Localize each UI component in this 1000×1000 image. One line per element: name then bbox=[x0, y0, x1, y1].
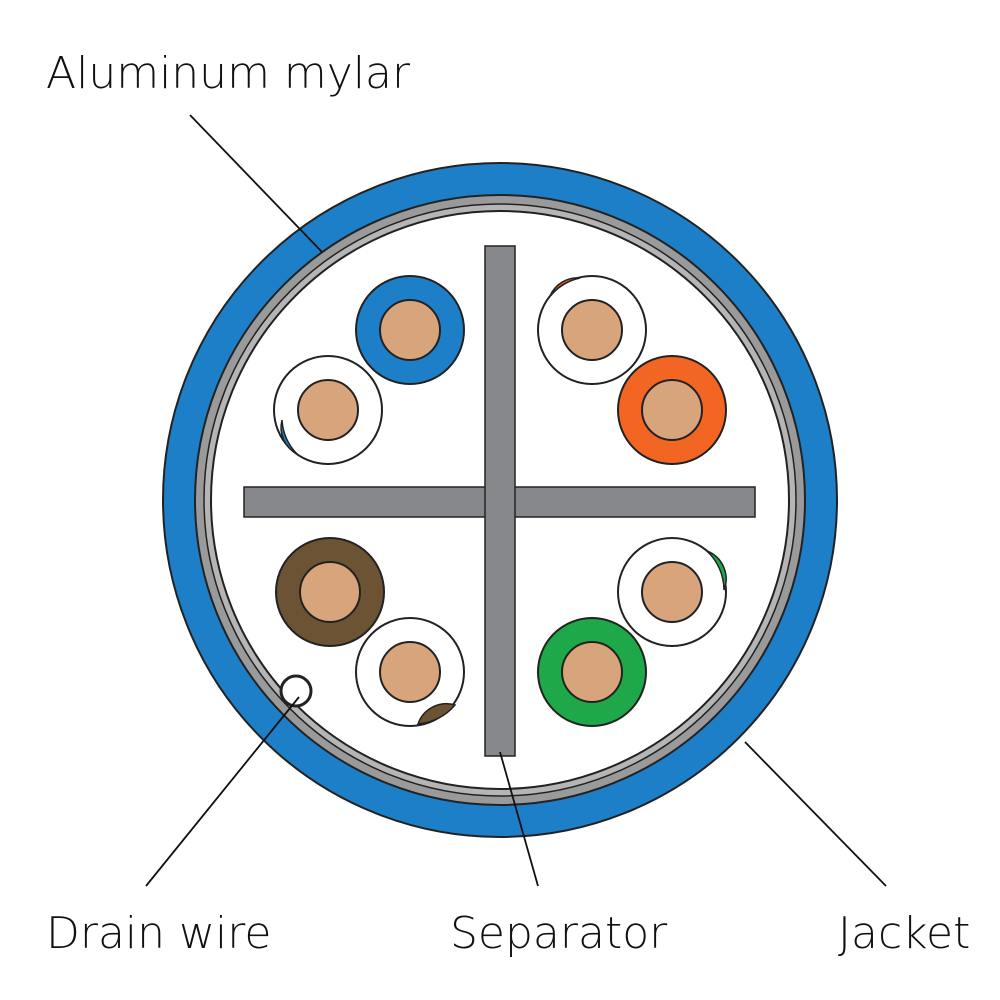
label-drain-wire: Drain wire bbox=[46, 908, 272, 959]
wire-green bbox=[537, 617, 647, 727]
drain-wire bbox=[279, 674, 313, 708]
label-separator: Separator bbox=[450, 908, 668, 959]
wire-blue bbox=[355, 275, 465, 385]
leader-aluminum-mylar bbox=[189, 114, 323, 253]
leader-jacket bbox=[744, 741, 887, 887]
wire-white-orange bbox=[537, 275, 647, 385]
wire-brown bbox=[275, 537, 385, 647]
label-aluminum-mylar: Aluminum mylar bbox=[46, 48, 411, 99]
wire-white-brown bbox=[355, 617, 465, 727]
wire-white-green bbox=[617, 537, 727, 647]
wire-white-blue bbox=[273, 355, 383, 465]
label-jacket: Jacket bbox=[838, 908, 971, 959]
separator bbox=[243, 245, 756, 757]
leader-drain-wire bbox=[145, 696, 300, 887]
wire-orange bbox=[617, 355, 727, 465]
leader-separator bbox=[499, 751, 539, 887]
